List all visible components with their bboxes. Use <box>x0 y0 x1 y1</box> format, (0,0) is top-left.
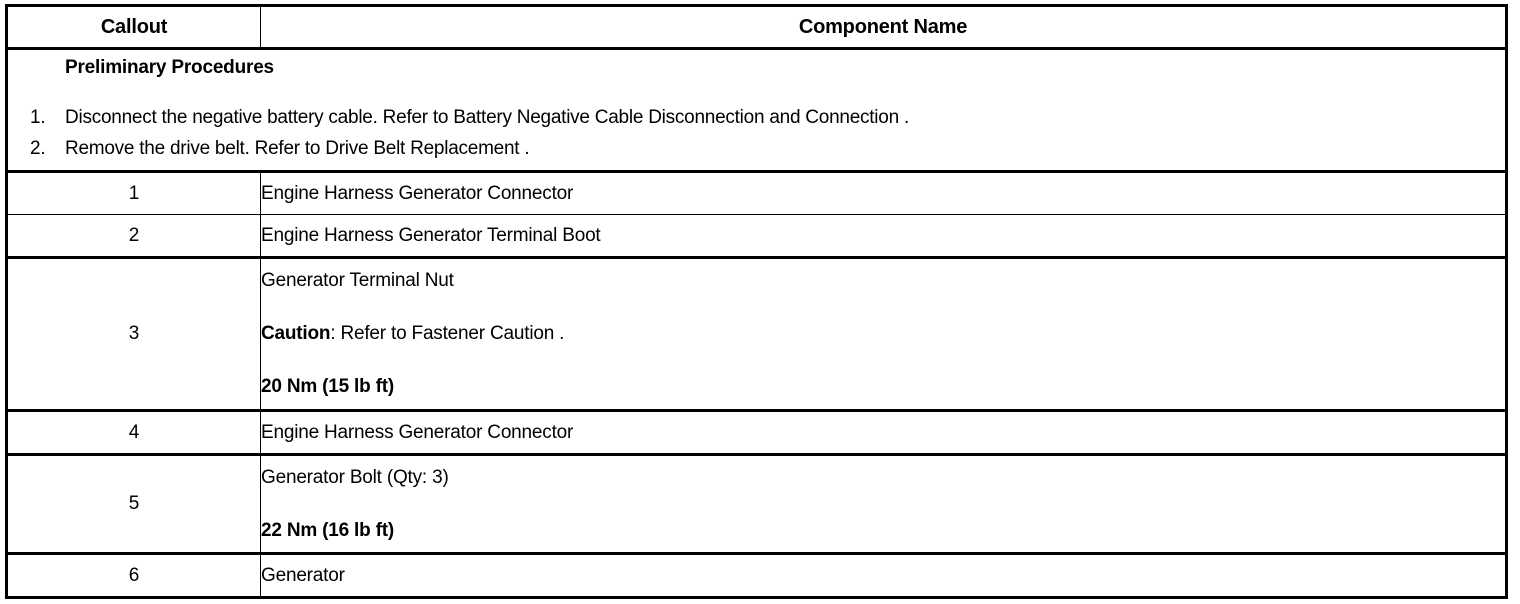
caution-note: Caution: Refer to Fastener Caution . <box>261 319 1505 349</box>
preliminary-procedures-cell: Preliminary Procedures 1. Disconnect the… <box>6 48 1507 172</box>
list-item: 2. Remove the drive belt. Refer to Drive… <box>8 133 1505 164</box>
callout-number: 3 <box>6 256 261 411</box>
component-name-cell: Generator Bolt (Qty: 3) 22 Nm (16 lb ft) <box>260 453 1507 554</box>
component-name-cell: Engine Harness Generator Terminal Boot <box>260 214 1507 258</box>
preliminary-procedures-row: Preliminary Procedures 1. Disconnect the… <box>6 48 1507 172</box>
table-row: 4 Engine Harness Generator Connector <box>6 409 1507 455</box>
preliminary-procedures-list: 1. Disconnect the negative battery cable… <box>8 102 1505 164</box>
callout-number: 4 <box>6 409 261 455</box>
component-callout-table: Callout Component Name Preliminary Proce… <box>5 4 1508 599</box>
table-row: 1 Engine Harness Generator Connector <box>6 170 1507 215</box>
torque-spec: 22 Nm (16 lb ft) <box>261 519 394 541</box>
component-name-line: Engine Harness Generator Terminal Boot <box>261 224 601 246</box>
component-name-line: Generator Bolt (Qty: 3) <box>261 466 449 488</box>
component-name-line: Engine Harness Generator Connector <box>261 182 574 204</box>
component-name-cell: Generator <box>260 552 1507 598</box>
table-row: 6 Generator <box>6 552 1507 598</box>
table-header-row: Callout Component Name <box>6 5 1507 50</box>
caution-label: Caution <box>261 323 331 344</box>
table-row: 5 Generator Bolt (Qty: 3) 22 Nm (16 lb f… <box>6 453 1507 554</box>
list-item-text: Remove the drive belt. Refer to Drive Be… <box>65 138 530 159</box>
component-name-line: Generator Terminal Nut <box>261 270 454 291</box>
callout-number: 2 <box>6 214 261 258</box>
component-name-cell: Generator Terminal Nut Caution: Refer to… <box>260 256 1507 411</box>
torque-spec: 20 Nm (15 lb ft) <box>261 376 394 397</box>
column-header-component-name: Component Name <box>260 5 1507 50</box>
callout-number: 5 <box>6 453 261 554</box>
preliminary-procedures-title: Preliminary Procedures <box>65 57 274 78</box>
callout-number: 1 <box>6 170 261 215</box>
callout-number: 6 <box>6 552 261 598</box>
component-name-cell: Engine Harness Generator Connector <box>260 170 1507 215</box>
list-item-number: 2. <box>30 138 46 159</box>
component-name-line: Engine Harness Generator Connector <box>261 421 574 443</box>
list-item: 1. Disconnect the negative battery cable… <box>8 102 1505 133</box>
caution-text: : Refer to Fastener Caution . <box>330 323 565 344</box>
component-name-line: Generator <box>261 564 345 586</box>
list-item-number: 1. <box>30 107 46 128</box>
table-row: 2 Engine Harness Generator Terminal Boot <box>6 214 1507 258</box>
list-item-text: Disconnect the negative battery cable. R… <box>65 107 909 128</box>
column-header-callout: Callout <box>6 5 261 50</box>
component-name-cell: Engine Harness Generator Connector <box>260 409 1507 455</box>
table-row: 3 Generator Terminal Nut Caution: Refer … <box>6 256 1507 411</box>
